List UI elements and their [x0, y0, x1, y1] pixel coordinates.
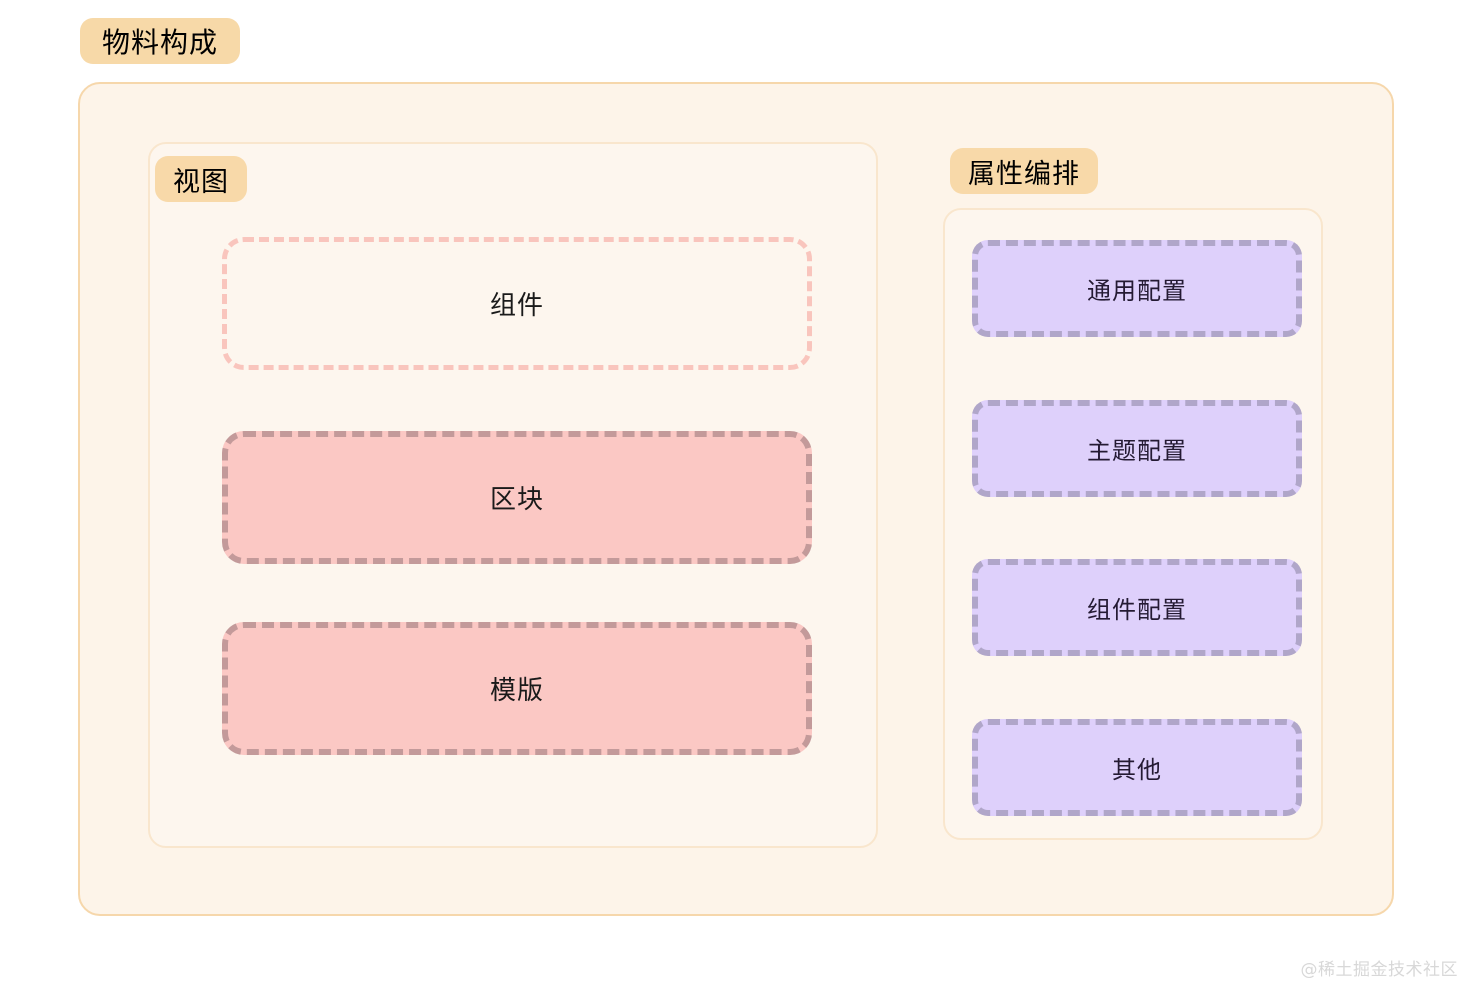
view-item-component[interactable]: 组件: [222, 237, 812, 370]
prop-item-component-config[interactable]: 组件配置: [972, 559, 1302, 656]
watermark-text: @稀土掘金技术社区: [1300, 960, 1458, 980]
prop-item-other[interactable]: 其他: [972, 719, 1302, 816]
view-section-badge: 视图: [155, 156, 247, 202]
prop-item-general-config[interactable]: 通用配置: [972, 240, 1302, 337]
view-item-block[interactable]: 区块: [222, 431, 812, 564]
view-item-template[interactable]: 模版: [222, 622, 812, 755]
diagram-title-badge: 物料构成: [80, 18, 241, 64]
property-arrangement-badge: 属性编排: [950, 148, 1098, 194]
prop-item-theme-config[interactable]: 主题配置: [972, 400, 1302, 497]
